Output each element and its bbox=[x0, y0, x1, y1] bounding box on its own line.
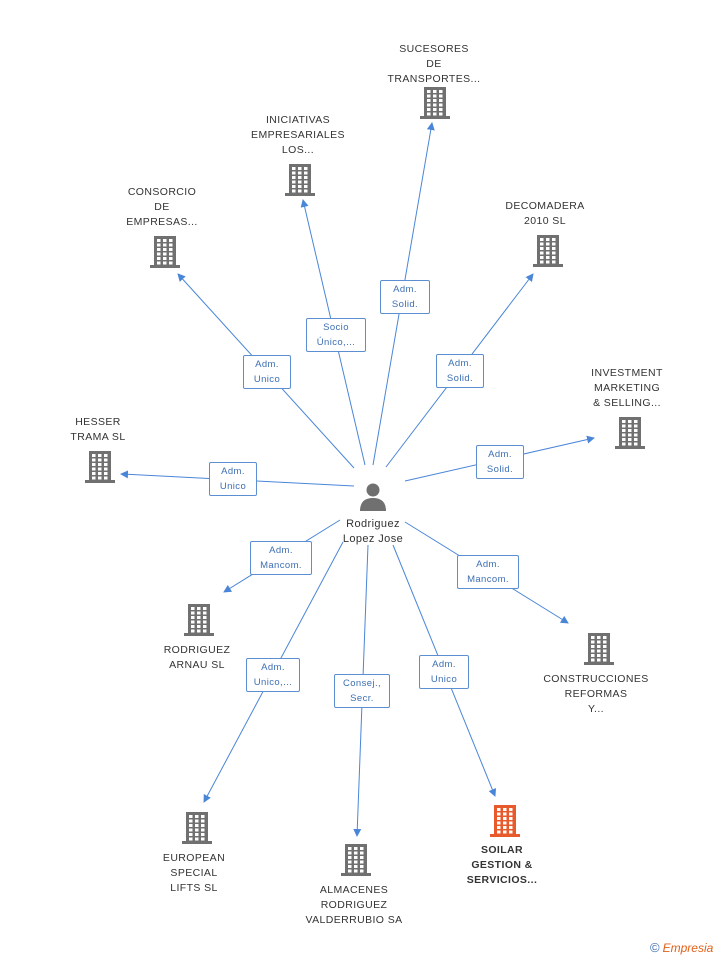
edge-label-construcciones[interactable]: Adm. Mancom. bbox=[457, 555, 519, 589]
edge-label-consorcio[interactable]: Adm. Unico bbox=[243, 355, 291, 389]
company-label-sucesores[interactable]: SUCESORES DE TRANSPORTES... bbox=[387, 43, 481, 85]
building-icon-construcciones[interactable] bbox=[584, 633, 614, 665]
building-icon-soilar[interactable] bbox=[490, 805, 520, 837]
person-icon[interactable] bbox=[360, 483, 386, 512]
building-icon-sucesores[interactable] bbox=[420, 87, 450, 119]
brand-logo: ©Empresia bbox=[650, 940, 713, 955]
company-label-soilar[interactable]: SOILAR GESTION & SERVICIOS... bbox=[466, 844, 538, 886]
edge-label-iniciativas[interactable]: Socio Único,... bbox=[306, 318, 366, 352]
building-icon-consorcio[interactable] bbox=[150, 236, 180, 268]
edge-label-rodriguez_arnau[interactable]: Adm. Mancom. bbox=[250, 541, 312, 575]
edge-label-soilar[interactable]: Adm. Unico bbox=[419, 655, 469, 689]
company-label-rodriguez_arnau[interactable]: RODRIGUEZ ARNAU SL bbox=[163, 644, 231, 671]
edge-label-investment[interactable]: Adm. Solid. bbox=[476, 445, 524, 479]
building-icon-almacenes[interactable] bbox=[341, 844, 371, 876]
person-label[interactable]: Rodriguez Lopez Jose bbox=[342, 518, 404, 545]
company-label-iniciativas[interactable]: INICIATIVAS EMPRESARIALES LOS... bbox=[251, 114, 345, 156]
company-label-investment[interactable]: INVESTMENT MARKETING & SELLING... bbox=[591, 367, 663, 409]
building-icon-hesser[interactable] bbox=[85, 451, 115, 483]
copyright-symbol: © bbox=[650, 940, 660, 955]
edge-label-hesser[interactable]: Adm. Unico bbox=[209, 462, 257, 496]
edge-label-decomadera[interactable]: Adm. Solid. bbox=[436, 354, 484, 388]
building-icon-decomadera[interactable] bbox=[533, 235, 563, 267]
edge-label-sucesores[interactable]: Adm. Solid. bbox=[380, 280, 430, 314]
company-label-almacenes[interactable]: ALMACENES RODRIGUEZ VALDERRUBIO SA bbox=[305, 884, 403, 926]
company-label-construcciones[interactable]: CONSTRUCCIONES REFORMAS Y... bbox=[543, 673, 649, 715]
building-icon-iniciativas[interactable] bbox=[285, 164, 315, 196]
edge-label-european[interactable]: Adm. Unico,... bbox=[246, 658, 300, 692]
building-icon-european[interactable] bbox=[182, 812, 212, 844]
company-label-hesser[interactable]: HESSER TRAMA SL bbox=[70, 416, 126, 443]
building-icon-rodriguez_arnau[interactable] bbox=[184, 604, 214, 636]
building-icon-investment[interactable] bbox=[615, 417, 645, 449]
company-label-consorcio[interactable]: CONSORCIO DE EMPRESAS... bbox=[126, 186, 198, 228]
brand-name: Empresia bbox=[662, 941, 714, 955]
company-label-decomadera[interactable]: DECOMADERA 2010 SL bbox=[505, 200, 585, 227]
company-label-european[interactable]: EUROPEAN SPECIAL LIFTS SL bbox=[162, 852, 226, 894]
edge-label-almacenes[interactable]: Consej., Secr. bbox=[334, 674, 390, 708]
